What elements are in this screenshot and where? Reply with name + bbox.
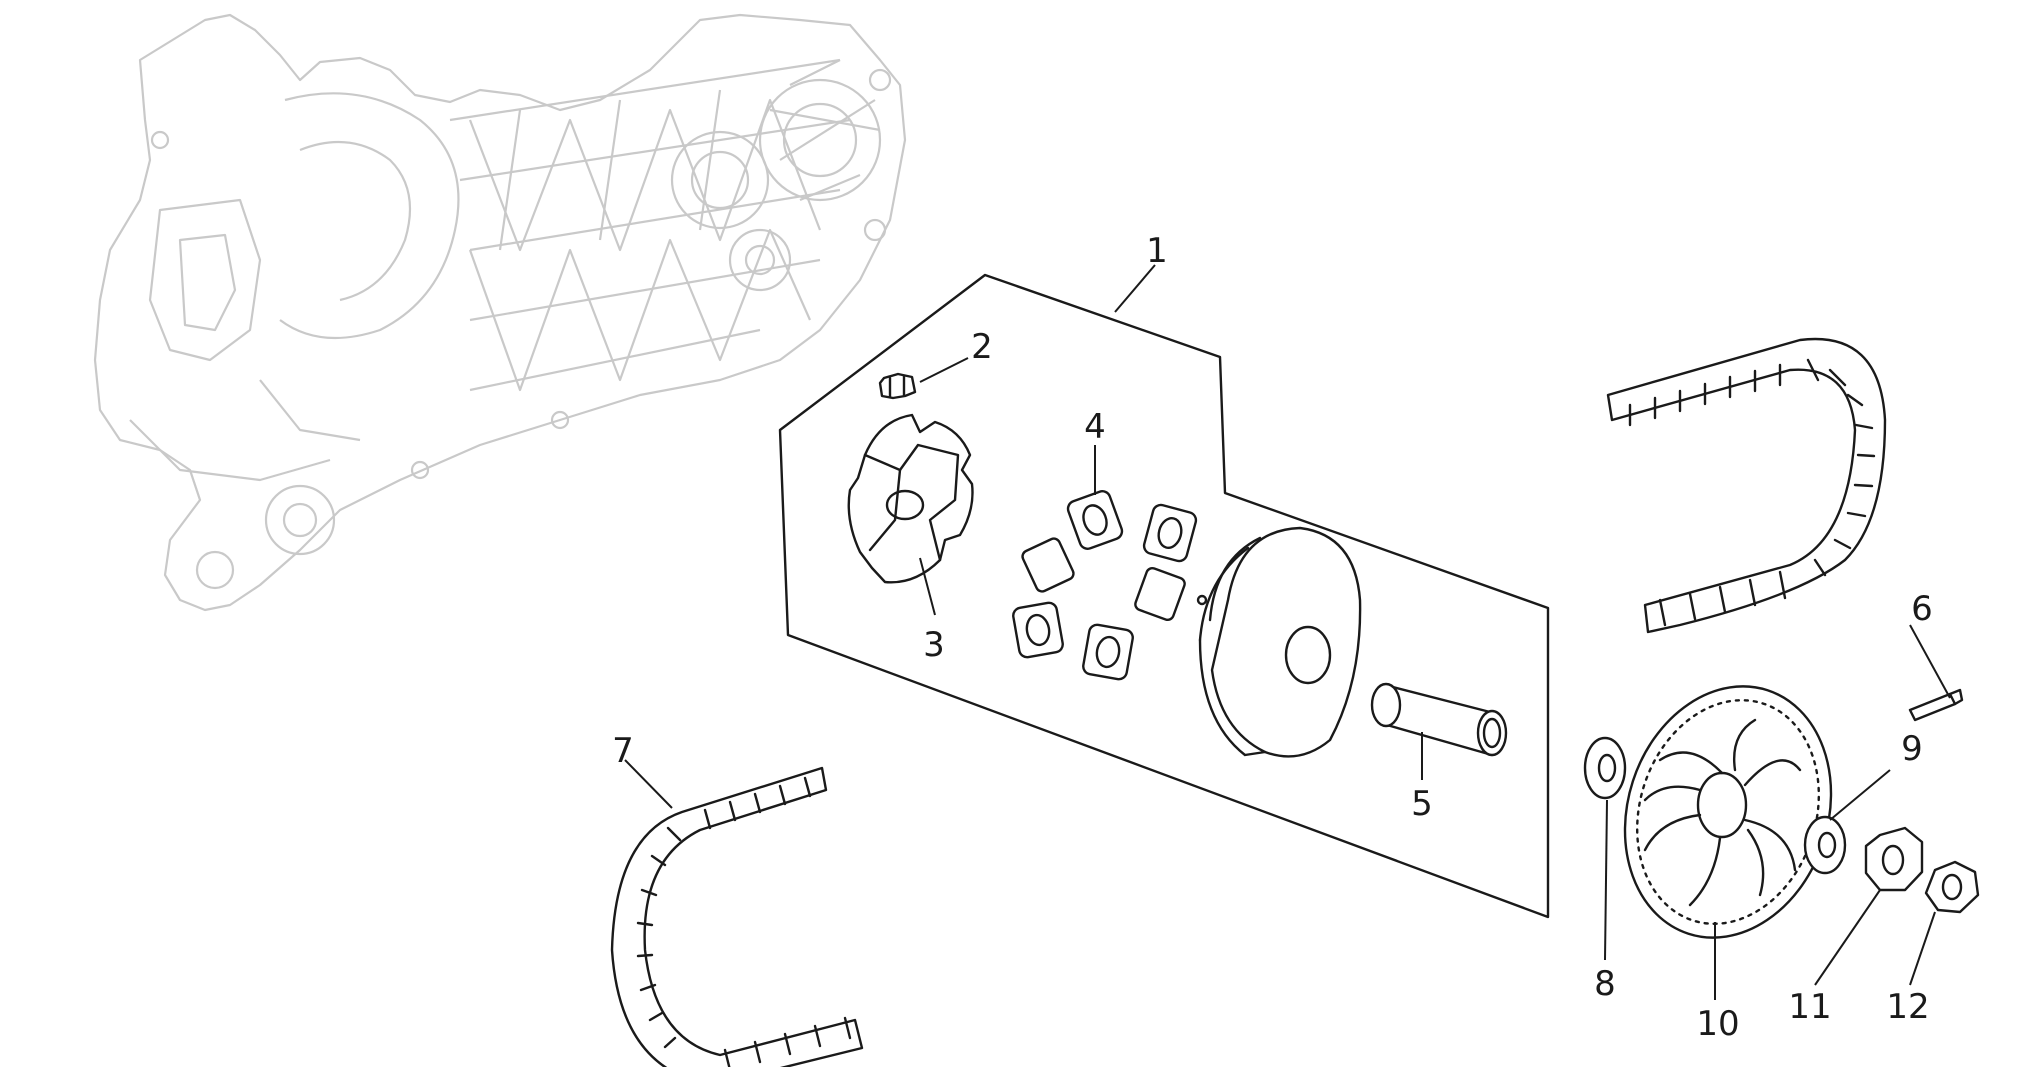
callout-labels: 1 2 3 4 5 6 7 8 9 10 11 12 bbox=[612, 231, 1933, 1044]
part-10-fan-pulley-drawing bbox=[1623, 685, 1833, 939]
drive-belt-right-drawing bbox=[1606, 337, 1887, 634]
callout-12: 12 bbox=[1886, 987, 1929, 1027]
callout-4: 4 bbox=[1084, 407, 1106, 447]
callout-11: 11 bbox=[1788, 987, 1831, 1027]
callout-6: 6 bbox=[1911, 589, 1933, 629]
part-3-ramp-plate-drawing bbox=[847, 413, 974, 584]
part-11-locknut-drawing bbox=[1864, 826, 1924, 892]
callout-7: 7 bbox=[612, 731, 634, 771]
callout-8: 8 bbox=[1594, 964, 1616, 1004]
callout-3: 3 bbox=[923, 625, 945, 665]
part-6-pin-drawing bbox=[1908, 688, 1964, 722]
variator-pulley-drawing bbox=[1196, 526, 1362, 758]
part-7-belt-drawing bbox=[610, 766, 864, 1067]
part-8-washer-drawing bbox=[1583, 736, 1627, 800]
part-5-bushing-drawing bbox=[1370, 682, 1508, 757]
callout-9: 9 bbox=[1901, 729, 1923, 769]
variator-kit-outline bbox=[778, 273, 1550, 919]
callout-1: 1 bbox=[1146, 231, 1168, 271]
leader-lines bbox=[624, 264, 1951, 1000]
callout-5: 5 bbox=[1411, 784, 1433, 824]
part-12-nut-drawing bbox=[1924, 860, 1980, 914]
part-2-slider-drawing bbox=[878, 372, 917, 400]
callout-10: 10 bbox=[1696, 1004, 1739, 1044]
part-9-washer-drawing bbox=[1803, 815, 1847, 875]
engine-crankcase-drawing bbox=[93, 13, 907, 612]
part-4-rollers-drawing bbox=[1012, 490, 1198, 681]
callout-2: 2 bbox=[971, 327, 993, 367]
